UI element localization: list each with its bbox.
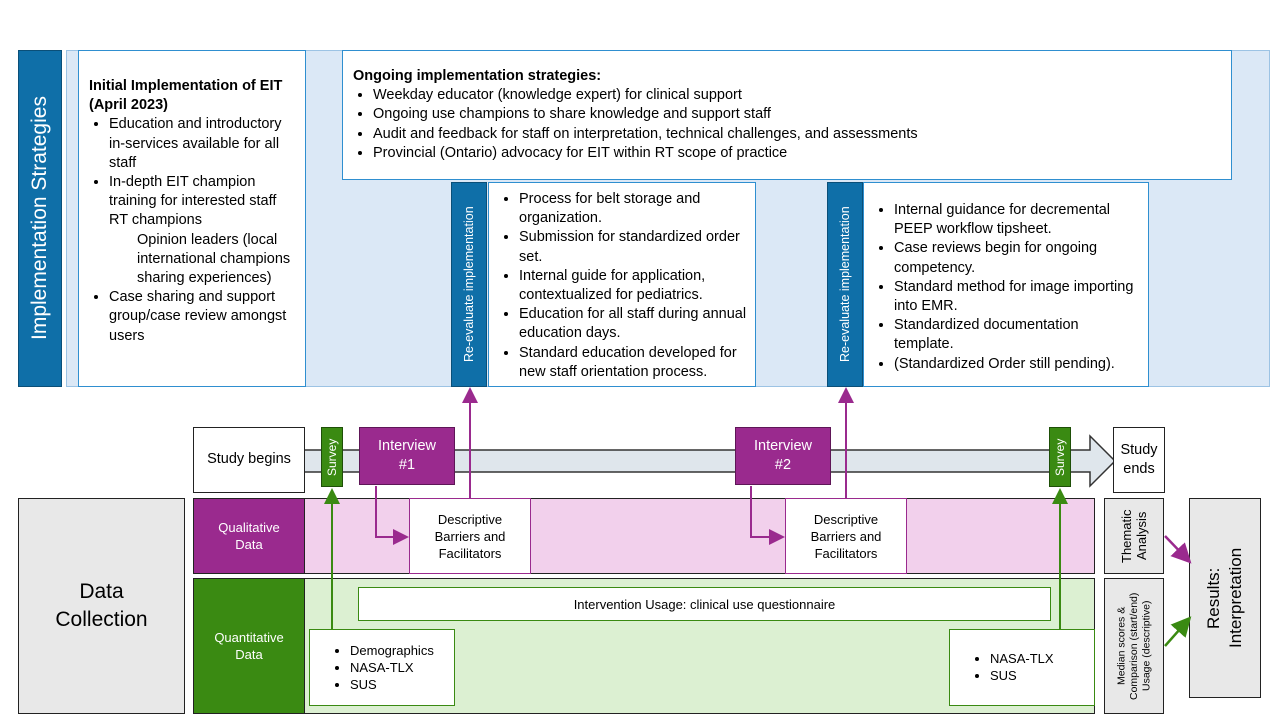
reeval1-item-1: Process for belt storage and organizatio… [519,190,749,228]
reeval2-item-4: Standardized documentation template. [894,316,1142,354]
descriptive-box-2: Descriptive Barriers and Facilitators [785,498,907,574]
interview-2-box: Interview #2 [735,427,831,485]
initial-implementation-title: Initial Implementation of EIT (April 202… [89,78,283,114]
ongoing-item-2: Ongoing use champions to share knowledge… [373,105,1221,124]
survey2-measure-2: SUS [990,667,1094,684]
survey2-measure-1: NASA-TLX [990,650,1094,667]
descriptive-box-1: Descriptive Barriers and Facilitators [409,498,531,574]
data-collection-label: Data Collection [18,498,185,714]
qualitative-label: Qualitative Data [193,498,305,574]
qualitative-band [193,498,1095,574]
survey1-measure-1: Demographics [350,642,454,659]
intervention-usage-box: Intervention Usage: clinical use questio… [358,587,1051,621]
arrow-median-to-results [1164,616,1192,647]
reeval1-item-4: Education for all staff during annual ed… [519,305,749,343]
initial-subline-2: Opinion leaders (local international cha… [137,231,291,287]
study-ends-box: Study ends [1113,427,1165,493]
ongoing-title: Ongoing implementation strategies: [353,68,602,84]
survey1-measure-3: SUS [350,676,454,693]
initial-implementation-box: Initial Implementation of EIT (April 202… [78,50,306,387]
arrow-interview-1-to-descriptive [375,486,409,545]
survey-1-measures-box: Demographics NASA-TLX SUS [309,629,455,706]
initial-item-2: In-depth EIT champion training for inter… [109,173,297,211]
ongoing-item-1: Weekday educator (knowledge expert) for … [373,86,1221,105]
initial-subline-1: RT champions [109,212,202,229]
reeval2-item-3: Standard method for image importing into… [894,278,1142,316]
reeval2-item-5: (Standardized Order still pending). [894,355,1142,374]
reeval1-item-2: Submission for standardized order set. [519,228,749,266]
reevaluate-1-box: Process for belt storage and organizatio… [488,182,756,387]
reeval1-item-3: Internal guide for application, contextu… [519,267,749,305]
ongoing-implementation-box: Ongoing implementation strategies: Weekd… [342,50,1232,180]
survey-2-measures-box: NASA-TLX SUS [949,629,1095,706]
quantitative-label: Quantitative Data [193,578,305,714]
study-begins-box: Study begins [193,427,305,493]
ongoing-item-4: Provincial (Ontario) advocacy for EIT wi… [373,144,1221,163]
reeval2-item-2: Case reviews begin for ongoing competenc… [894,239,1142,277]
ongoing-item-3: Audit and feedback for staff on interpre… [373,125,1221,144]
interview-1-box: Interview #1 [359,427,455,485]
arrow-thematic-to-results [1164,535,1192,564]
reeval2-item-1: Internal guidance for decremental PEEP w… [894,201,1142,239]
reevaluate-2-box: Internal guidance for decremental PEEP w… [863,182,1149,387]
initial-item-1: Education and introductory in-services a… [109,115,297,173]
initial-item-3: Case sharing and support group/case revi… [109,288,297,346]
survey1-measure-2: NASA-TLX [350,659,454,676]
reeval1-item-5: Standard education developed for new sta… [519,344,749,382]
arrow-interview-2-to-descriptive [750,486,785,545]
